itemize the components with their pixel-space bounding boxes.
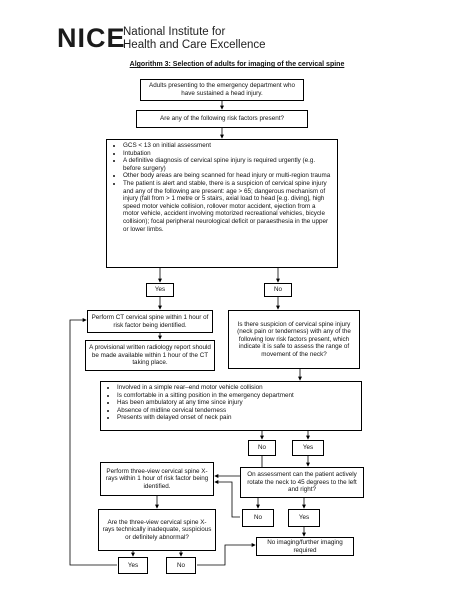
- risk-question-text: Are any of the following risk factors pr…: [160, 115, 284, 123]
- no-node-4: No: [166, 557, 196, 574]
- low-risk-factor-item: Presents with delayed onset of neck pain: [117, 414, 357, 422]
- no-label: No: [273, 286, 283, 294]
- three-view-xray-text: Perform three-view cervical spine X-rays…: [105, 467, 209, 490]
- perform-ct-node: Perform CT cervical spine within 1 hour …: [87, 310, 213, 333]
- suspicion-question-text: Is there suspicion of cervical spine inj…: [237, 320, 351, 358]
- risk-question-node: Are any of the following risk factors pr…: [136, 110, 308, 128]
- connector-no-threeview-2: [214, 480, 240, 518]
- yes-node-4: Yes: [118, 557, 148, 574]
- logo-wordmark: NICE: [57, 23, 126, 53]
- yes-label: Yes: [302, 444, 314, 452]
- yes-node-2: Yes: [292, 440, 324, 456]
- risk-factors-list: GCS < 13 on initial assessment Intubatio…: [111, 142, 333, 233]
- yes-label: Yes: [154, 286, 166, 294]
- algorithm-title: Algorithm 3: Selection of adults for ima…: [129, 61, 345, 68]
- yes-label: Yes: [298, 514, 310, 522]
- start-node: Adults presenting to the emergency depar…: [140, 79, 304, 101]
- perform-ct-text: Perform CT cervical spine within 1 hour …: [91, 313, 209, 329]
- yes-node-1: Yes: [146, 283, 174, 297]
- low-risk-factor-item: Has been ambulatory at any time since in…: [117, 399, 357, 407]
- no-node-3: No: [242, 509, 274, 527]
- rotate-question-node: On assessment can the patient actively r…: [240, 467, 364, 498]
- risk-factor-item: The patient is alert and stable, there i…: [123, 180, 333, 233]
- start-node-text: Adults presenting to the emergency depar…: [149, 82, 295, 97]
- no-label: No: [253, 514, 263, 522]
- risk-factors-node: GCS < 13 on initial assessment Intubatio…: [106, 139, 338, 268]
- logo-subtitle: National Institute for Health and Care E…: [123, 26, 266, 51]
- risk-factor-item: Other body areas are being scanned for h…: [123, 172, 333, 180]
- low-risk-factors-node: Involved in a simple rear–end motor vehi…: [100, 381, 362, 431]
- logo-line-2: Health and Care Excellence: [123, 38, 266, 51]
- low-risk-factor-item: Involved in a simple rear–end motor vehi…: [117, 384, 357, 392]
- risk-factor-item: Intubation: [123, 150, 333, 158]
- three-view-xray-node: Perform three-view cervical spine X-rays…: [100, 462, 214, 496]
- radiology-report-text: A provisional written radiology report s…: [89, 344, 211, 367]
- xray-question-text: Are the three-view cervical spine X-rays…: [102, 518, 212, 541]
- low-risk-factor-item: Is comfortable in a sitting position in …: [117, 392, 357, 400]
- yes-label: Yes: [127, 561, 139, 569]
- logo-line-1: National Institute for: [123, 26, 226, 38]
- no-label: No: [257, 444, 267, 452]
- no-node-1: No: [264, 283, 292, 297]
- no-node-2: No: [248, 440, 276, 456]
- yes-node-3: Yes: [288, 509, 320, 527]
- xray-question-node: Are the three-view cervical spine X-rays…: [98, 509, 216, 551]
- suspicion-question-node: Is there suspicion of cervical spine inj…: [228, 310, 360, 369]
- no-label: No: [176, 561, 186, 569]
- low-risk-factor-item: Absence of midline cervical tenderness: [117, 407, 357, 415]
- radiology-report-node: A provisional written radiology report s…: [85, 340, 215, 371]
- risk-factor-item: A definitive diagnosis of cervical spine…: [123, 157, 333, 172]
- no-imaging-node: No imaging/further imaging required: [256, 537, 354, 556]
- low-risk-factors-list: Involved in a simple rear–end motor vehi…: [105, 384, 357, 422]
- connector-no-noimaging: [197, 543, 256, 566]
- risk-factor-item: GCS < 13 on initial assessment: [123, 142, 333, 150]
- no-imaging-text: No imaging/further imaging required: [267, 538, 343, 554]
- rotate-question-text: On assessment can the patient actively r…: [247, 471, 357, 494]
- connector-yes-loop-ct: [69, 318, 117, 566]
